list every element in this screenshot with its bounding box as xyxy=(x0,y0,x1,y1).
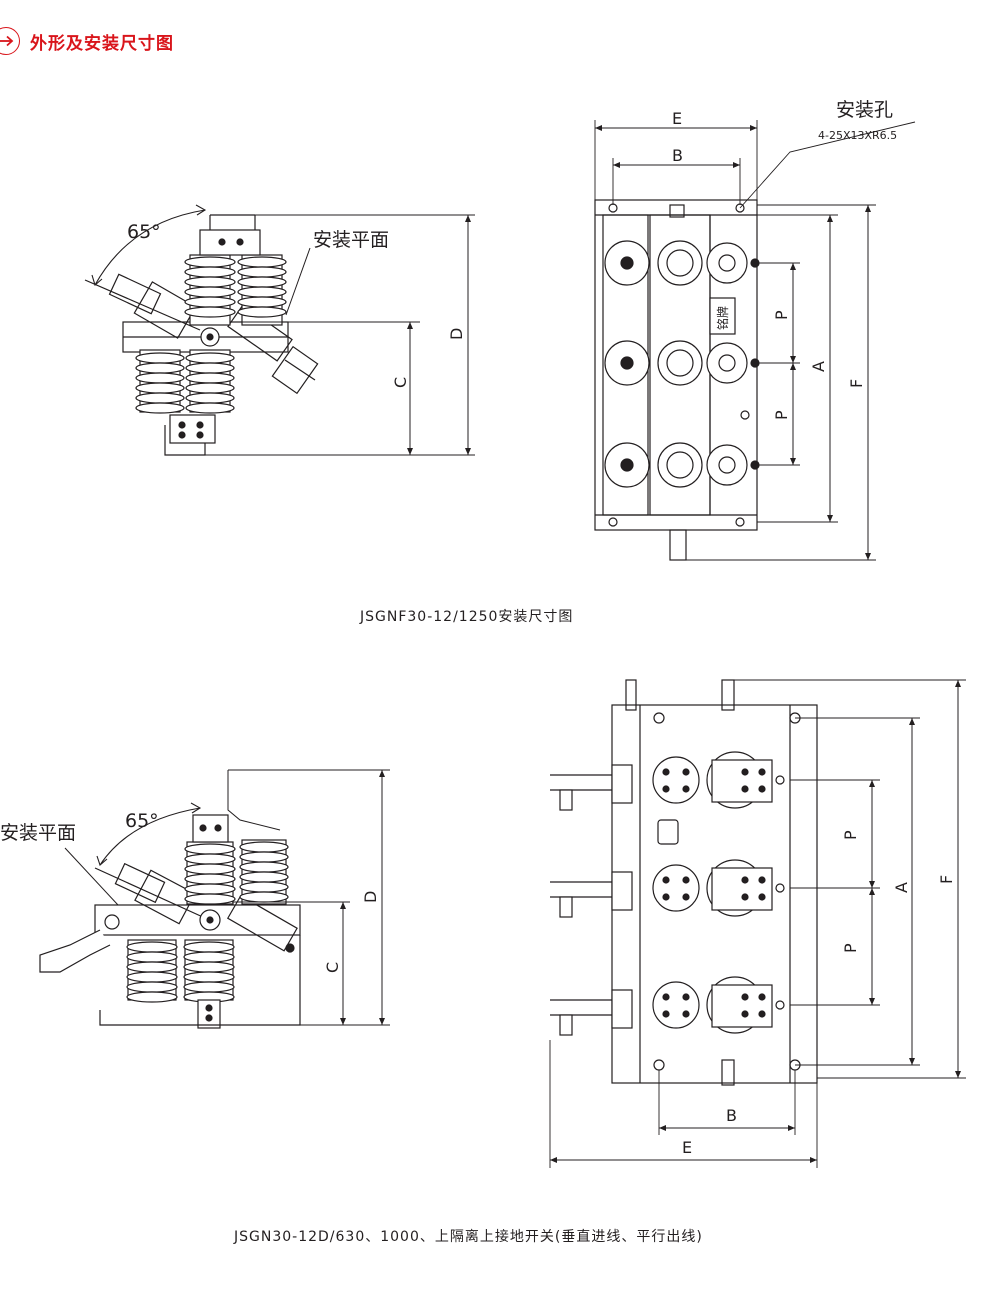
d2-dim-d: D xyxy=(361,891,380,903)
diagram2-front-view xyxy=(549,679,966,1168)
diagram1-front-view xyxy=(594,120,916,561)
diagram2-side-view xyxy=(39,769,390,1029)
d1-angle-label: 65° xyxy=(127,221,161,243)
d1-dim-p2: P xyxy=(772,410,791,420)
d2-dim-p1: P xyxy=(841,830,860,840)
d2-dim-e: E xyxy=(682,1138,692,1157)
d2-dim-c: C xyxy=(323,962,342,973)
d2-dim-p2: P xyxy=(841,943,860,953)
d1-nameplate-label: 铭牌 xyxy=(715,306,730,330)
d1-mounting-hole-spec: 4-25X13XR6.5 xyxy=(818,129,897,142)
d1-dim-e: E xyxy=(672,109,682,128)
diagram1-caption: JSGNF30-12/1250安装尺寸图 xyxy=(360,609,574,625)
diagram1-side-view xyxy=(84,204,475,456)
d1-dim-p1: P xyxy=(772,310,791,320)
section-header: 外形及安装尺寸图 xyxy=(0,26,174,56)
d1-mounting-plane-label: 安装平面 xyxy=(313,229,389,251)
section-title: 外形及安装尺寸图 xyxy=(30,33,174,54)
d1-dim-d: D xyxy=(447,328,466,340)
d1-dim-b: B xyxy=(672,146,683,165)
d1-dim-f: F xyxy=(847,379,866,388)
d2-angle-label: 65° xyxy=(125,810,159,832)
d2-dim-a: A xyxy=(892,882,911,893)
d1-dim-c: C xyxy=(391,377,410,388)
d2-dim-b: B xyxy=(726,1106,737,1125)
d1-mounting-hole-label: 安装孔 xyxy=(836,99,893,121)
diagram2-caption: JSGN30-12D/630、1000、上隔离上接地开关(垂直进线、平行出线) xyxy=(234,1229,703,1245)
d1-dim-a: A xyxy=(809,361,828,372)
d2-dim-f: F xyxy=(937,875,956,884)
d2-mounting-plane-label: 安装平面 xyxy=(0,822,76,844)
